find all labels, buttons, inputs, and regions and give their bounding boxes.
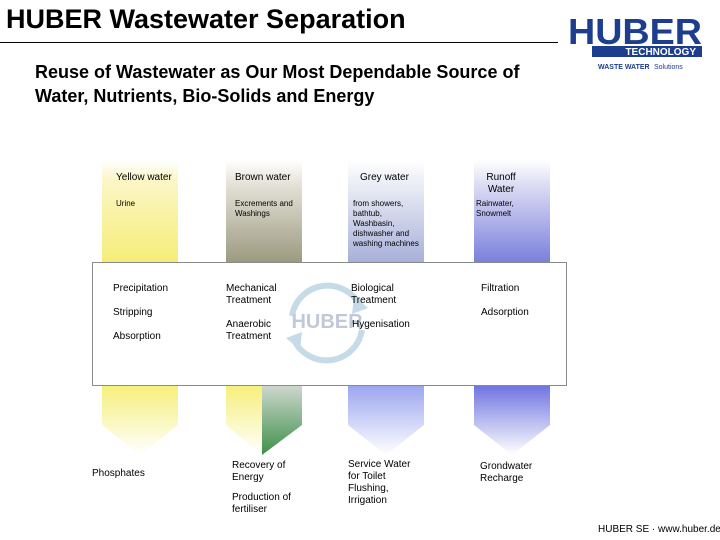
logo-band (592, 46, 702, 57)
runoff-column-top (474, 160, 550, 262)
recycle-arrow-bottom (286, 332, 302, 350)
recycle-arc-bottom (291, 329, 365, 364)
stream-sub-grey: from showers, bathtub, Washbasin, dishwa… (353, 199, 419, 248)
stream-sub-runoff: Rainwater, Snowmelt (476, 199, 514, 218)
huber-logo: HUBER TECHNOLOGY WASTE WATER Solutions (568, 12, 702, 71)
logo-tagline-2: Solutions (654, 64, 683, 71)
stream-label-runoff: Runoff Water (486, 172, 516, 195)
step-absorption: Absorption (113, 331, 161, 342)
stream-sub-yellow: Urine (116, 199, 136, 208)
stream-label-grey: Grey water (360, 172, 409, 183)
yellow-column-bottom (102, 385, 178, 455)
step-precipitation: Precipitation (113, 283, 169, 294)
stream-label-yellow: Yellow water (116, 172, 172, 183)
brown-column-bottom-left (226, 385, 262, 455)
output-phosphates: Phosphates (92, 468, 145, 479)
brown-column-bottom-right (262, 385, 302, 455)
step-biological-treatment: Biological Treatment (351, 283, 397, 306)
output-recovery-of-energy: Recovery of Energy (232, 460, 286, 483)
recycle-arrow-top (352, 296, 368, 314)
page-title: HUBER Wastewater Separation (6, 4, 406, 34)
page-subtitle: Reuse of Wastewater as Our Most Dependab… (35, 62, 520, 106)
logo-name: HUBER (568, 12, 702, 52)
step-stripping: Stripping (113, 307, 153, 318)
recycle-arc-top (289, 282, 363, 317)
watermark-text: HUBER (291, 311, 363, 333)
stream-label-brown: Brown water (235, 172, 291, 183)
output-groundwater-recharge: Grondwater Recharge (480, 461, 533, 484)
title-divider (0, 42, 558, 43)
footer-credit: HUBER SE · www.huber.de (598, 524, 720, 535)
step-filtration: Filtration (481, 283, 520, 294)
step-mechanical-treatment: Mechanical Treatment (226, 283, 277, 306)
yellow-column-top (102, 160, 178, 262)
grey-column-bottom (348, 385, 424, 455)
stream-sub-brown: Excrements and Washings (235, 199, 293, 218)
step-hygenisation: Hygenisation (352, 319, 410, 330)
logo-tagline-1: WASTE WATER (598, 64, 650, 71)
output-service-water: Service Water for Toilet Flushing, Irrig… (348, 459, 411, 506)
runoff-column-bottom (474, 385, 550, 455)
grey-column-top (348, 160, 424, 262)
output-production-of-fertiliser: Production of fertiliser (232, 492, 291, 515)
recycle-watermark: HUBER (286, 282, 368, 364)
step-adsorption: Adsorption (481, 307, 529, 318)
step-anaerobic-treatment: Anaerobic Treatment (226, 319, 272, 342)
brown-column-top (226, 160, 302, 262)
logo-line2: TECHNOLOGY (625, 47, 696, 58)
